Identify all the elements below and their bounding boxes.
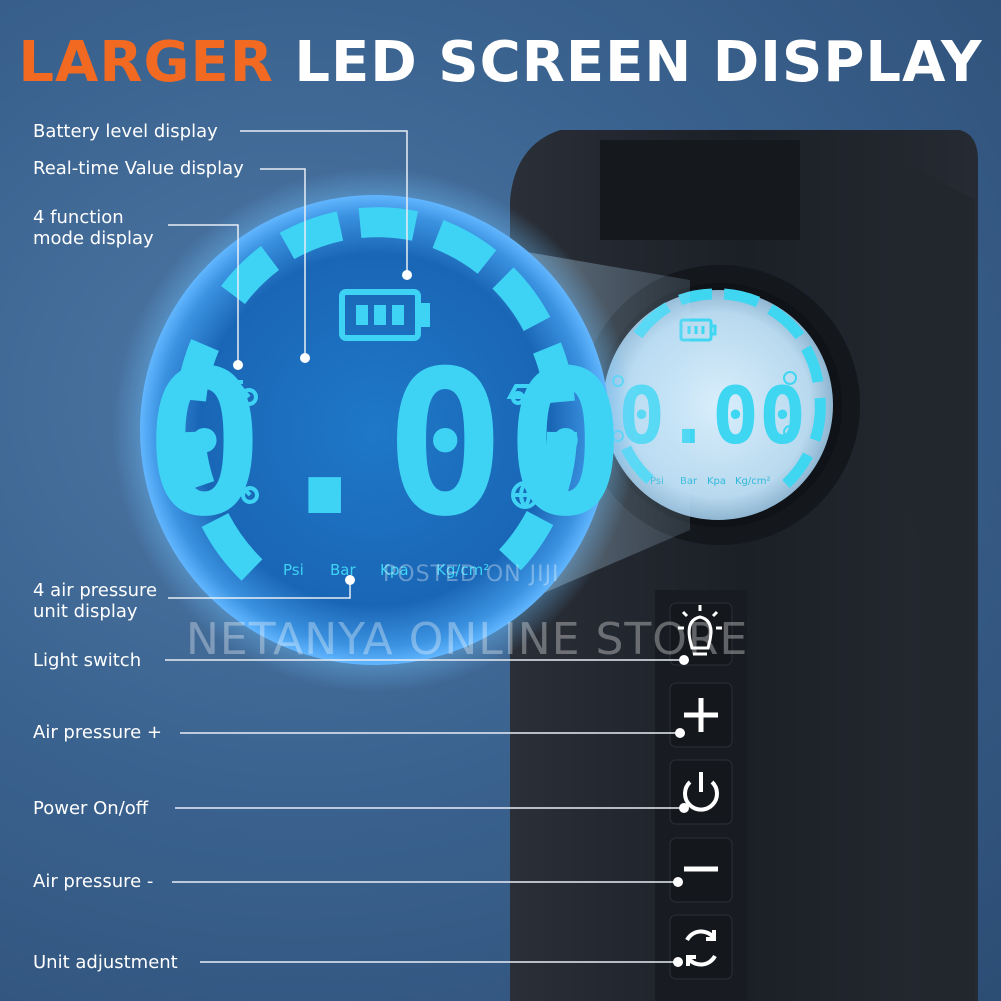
label-battery-level: Battery level display: [33, 121, 218, 142]
ball-icon: [511, 481, 539, 509]
label-function-mode-2: mode display: [33, 228, 154, 249]
label-pressure-unit-2: unit display: [33, 601, 138, 622]
unit-adjustment-button[interactable]: [669, 914, 733, 980]
battery-icon: [339, 289, 430, 341]
cycle-icon: [685, 929, 717, 967]
label-air-pressure-minus: Air pressure -: [33, 871, 154, 892]
light-bulb-icon: [678, 605, 722, 656]
label-light-switch: Light switch: [33, 650, 142, 671]
label-power: Power On/off: [33, 798, 149, 819]
magnified-ring-segments: [175, 207, 577, 581]
device-unit-kpa: Kpa: [707, 476, 726, 487]
callout-lines: [165, 130, 684, 963]
unit-kgcm: Kg/cm²: [436, 561, 489, 579]
power-icon: [683, 772, 719, 812]
device-buttons: [669, 602, 733, 980]
motorcycle-icon: [219, 478, 259, 504]
callout-dots: [233, 270, 689, 967]
unit-kpa: Kpa: [380, 561, 409, 579]
power-button[interactable]: [669, 759, 733, 825]
air-pressure-plus-button[interactable]: [669, 682, 733, 748]
air-pressure-minus-button[interactable]: [669, 837, 733, 903]
label-air-pressure-plus: Air pressure +: [33, 722, 162, 743]
car-icon: [506, 384, 546, 405]
bicycle-icon: [220, 380, 258, 406]
unit-psi: Psi: [283, 561, 304, 579]
page-title: LARGER LED SCREEN DISPLAY: [0, 30, 1001, 95]
label-function-mode-1: 4 function: [33, 207, 124, 228]
magnified-value: 0.00: [144, 328, 626, 561]
watermark-posted: POSTED ON JIJI: [383, 562, 560, 587]
device-unit-kgcm: Kg/cm²: [735, 476, 771, 487]
watermark-store: NETANYA ONLINE STORE: [186, 614, 749, 665]
title-rest: LED SCREEN DISPLAY: [294, 30, 983, 95]
title-accent: LARGER: [18, 30, 274, 95]
unit-bar: Bar: [330, 561, 356, 579]
label-unit-adjustment: Unit adjustment: [33, 952, 178, 973]
magnified-display: 0.00 Psi Bar Kpa Kg/cm²: [113, 168, 637, 692]
plus-icon: [684, 698, 718, 732]
light-switch-button[interactable]: [669, 602, 733, 666]
label-pressure-unit-1: 4 air pressure: [33, 580, 158, 601]
label-realtime-value: Real-time Value display: [33, 158, 244, 179]
